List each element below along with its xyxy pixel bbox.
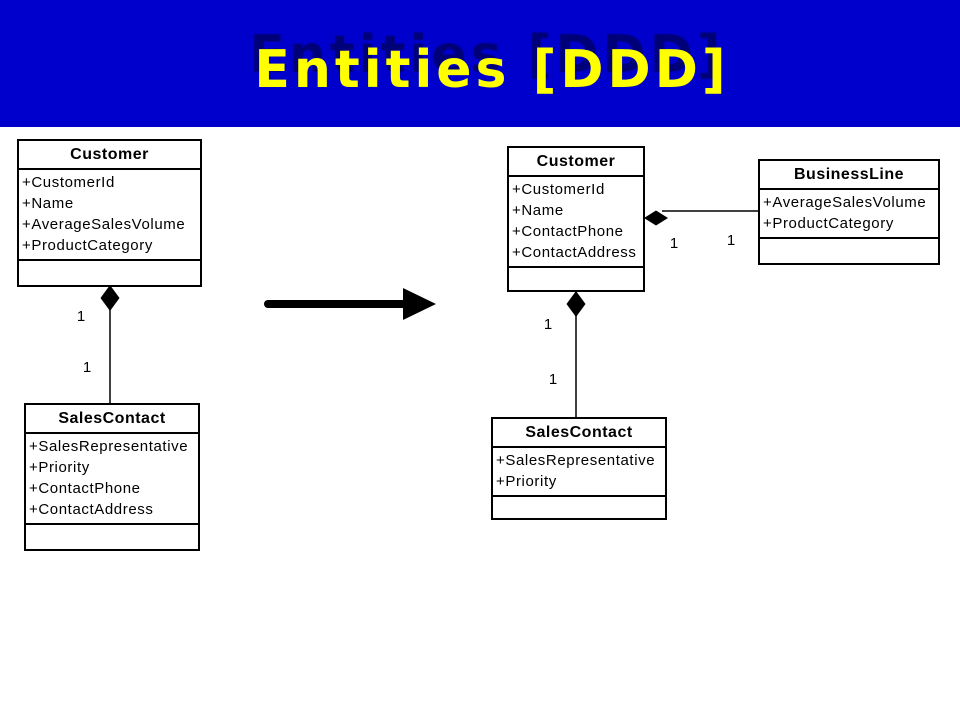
attribute-row: +Priority [496, 473, 557, 490]
class-box-salescontact-before: SalesContact +SalesRepresentative +Prior… [24, 403, 200, 551]
class-methods-empty [26, 525, 198, 549]
slide-header: Entities [DDD] [0, 0, 960, 127]
attribute-row: +ProductCategory [22, 237, 153, 254]
multiplicity-label-businessline-end: 1 [726, 232, 736, 249]
composition-diamond-icon-before [100, 285, 120, 311]
attribute-row: +ContactPhone [29, 480, 141, 497]
class-methods-empty [760, 239, 938, 263]
attribute-row: +Priority [29, 459, 90, 476]
attribute-row: +ProductCategory [763, 215, 894, 232]
attribute-row: +CustomerId [22, 174, 115, 191]
class-name: SalesContact [26, 405, 198, 434]
multiplicity-label-after-salescontact-end: 1 [548, 371, 558, 388]
class-box-customer-after: Customer +CustomerId +Name +ContactPhone… [507, 146, 645, 292]
attribute-row: +AverageSalesVolume [763, 194, 927, 211]
attribute-row: +ContactAddress [512, 244, 637, 261]
class-attributes: +SalesRepresentative +Priority [493, 448, 665, 497]
multiplicity-label-before-salescontact-end: 1 [82, 359, 92, 376]
attribute-row: +AverageSalesVolume [22, 216, 186, 233]
attribute-row: +ContactPhone [512, 223, 624, 240]
transformation-arrow-icon [264, 288, 436, 320]
multiplicity-label-after-customer-end: 1 [543, 316, 553, 333]
class-attributes: +CustomerId +Name +AverageSalesVolume +P… [19, 170, 200, 261]
class-attributes: +AverageSalesVolume +ProductCategory [760, 190, 938, 239]
class-methods-empty [493, 497, 665, 518]
composition-diamond-icon-after-salescontact [566, 291, 586, 317]
class-name: Customer [509, 148, 643, 177]
class-attributes: +SalesRepresentative +Priority +ContactP… [26, 434, 198, 525]
class-box-businessline-after: BusinessLine +AverageSalesVolume +Produc… [758, 159, 940, 265]
class-name: Customer [19, 141, 200, 170]
attribute-row: +SalesRepresentative [29, 438, 189, 455]
class-methods-empty [509, 268, 643, 290]
composition-diamond-icon-after-businessline [644, 210, 668, 226]
slide-title: Entities [DDD] [254, 39, 730, 100]
class-box-salescontact-after: SalesContact +SalesRepresentative +Prior… [491, 417, 667, 520]
attribute-row: +Name [22, 195, 74, 212]
class-methods-empty [19, 261, 200, 285]
attribute-row: +SalesRepresentative [496, 452, 656, 469]
class-box-customer-before: Customer +CustomerId +Name +AverageSales… [17, 139, 202, 287]
multiplicity-label-before-customer-end: 1 [76, 308, 86, 325]
class-name: BusinessLine [760, 161, 938, 190]
attribute-row: +Name [512, 202, 564, 219]
class-name: SalesContact [493, 419, 665, 448]
class-attributes: +CustomerId +Name +ContactPhone +Contact… [509, 177, 643, 268]
diagram-canvas: Customer +CustomerId +Name +AverageSales… [0, 127, 960, 720]
attribute-row: +CustomerId [512, 181, 605, 198]
attribute-row: +ContactAddress [29, 501, 154, 518]
multiplicity-label-businessline-customer-end: 1 [669, 235, 679, 252]
